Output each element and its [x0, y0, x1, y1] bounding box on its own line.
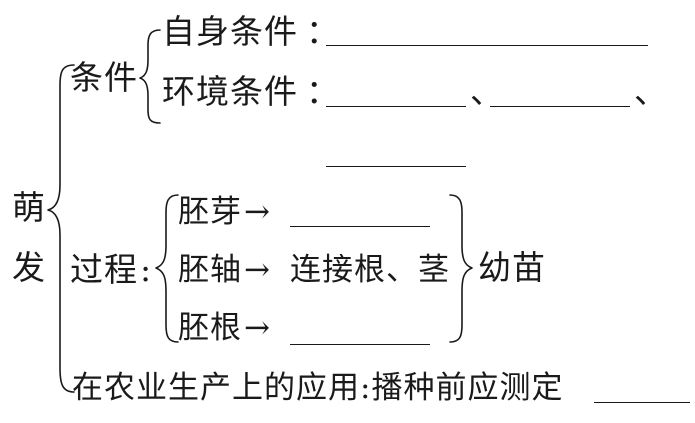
application-text: 在农业生产上的应用:播种前应测定 [72, 370, 564, 406]
radicle-label: 胚根 [178, 310, 242, 346]
plumule-label: 胚芽 [178, 194, 242, 230]
process-label: 过程 [70, 250, 138, 289]
external-colon: ： [306, 72, 340, 111]
conditions-brace [139, 29, 161, 124]
separator-1: 、 [470, 72, 504, 111]
external-blank-1 [326, 106, 466, 107]
root-char-2: 发 [12, 248, 46, 287]
process-colon: : [140, 250, 153, 289]
plumule-blank [290, 226, 430, 227]
internal-colon: ： [306, 12, 340, 51]
external-conditions-label: 环境条件 [162, 72, 298, 111]
internal-conditions-blank [326, 45, 648, 46]
conditions-label: 条件 [70, 58, 138, 97]
plumule-arrow: → [244, 194, 271, 230]
process-right-brace [449, 194, 473, 343]
main-brace [47, 64, 75, 393]
radicle-arrow: → [244, 310, 271, 346]
internal-conditions-label: 自身条件 [162, 12, 298, 51]
separator-2: 、 [634, 72, 668, 111]
external-blank-2 [490, 106, 630, 107]
hypocotyl-arrow: → [244, 252, 271, 288]
hypocotyl-result: 连接根、茎 [290, 252, 450, 288]
application-blank [594, 402, 690, 403]
process-left-brace [155, 194, 179, 343]
external-blank-3 [326, 166, 466, 167]
radicle-blank [290, 344, 430, 345]
seedling-label: 幼苗 [478, 248, 546, 287]
hypocotyl-label: 胚轴 [178, 252, 242, 288]
root-char-1: 萌 [12, 188, 46, 227]
